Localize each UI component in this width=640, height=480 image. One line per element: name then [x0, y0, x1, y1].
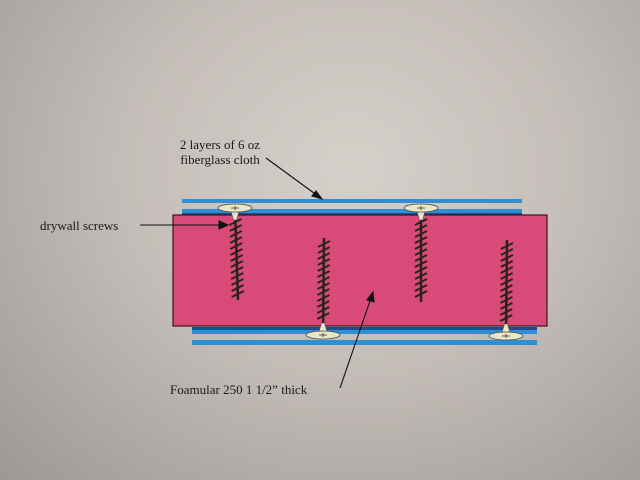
foamular-label: Foamular 250 1 1/2” thick	[170, 382, 308, 397]
bottom-fiberglass-layers	[192, 327, 537, 345]
foam-arrow	[339, 290, 375, 389]
top-fiberglass-layers	[182, 199, 522, 215]
drywall-screw	[305, 237, 341, 340]
drywall-screw	[217, 203, 253, 301]
drywall-screw	[403, 203, 439, 302]
drywall-screws-group	[217, 203, 524, 341]
drywall-screws-label: drywall screws	[40, 218, 119, 233]
leader-arrows	[140, 157, 375, 389]
foam-core	[172, 214, 548, 327]
screws-arrow	[140, 220, 230, 230]
fiberglass-arrow	[265, 157, 324, 201]
fiberglass-label-line2: fiberglass cloth	[180, 152, 260, 167]
fiberglass-label-line1: 2 layers of 6 oz	[179, 137, 261, 152]
fiberglass-cloth-label: 2 layers of 6 oz fiberglass cloth	[140, 137, 300, 167]
drywall-screw	[488, 239, 524, 341]
